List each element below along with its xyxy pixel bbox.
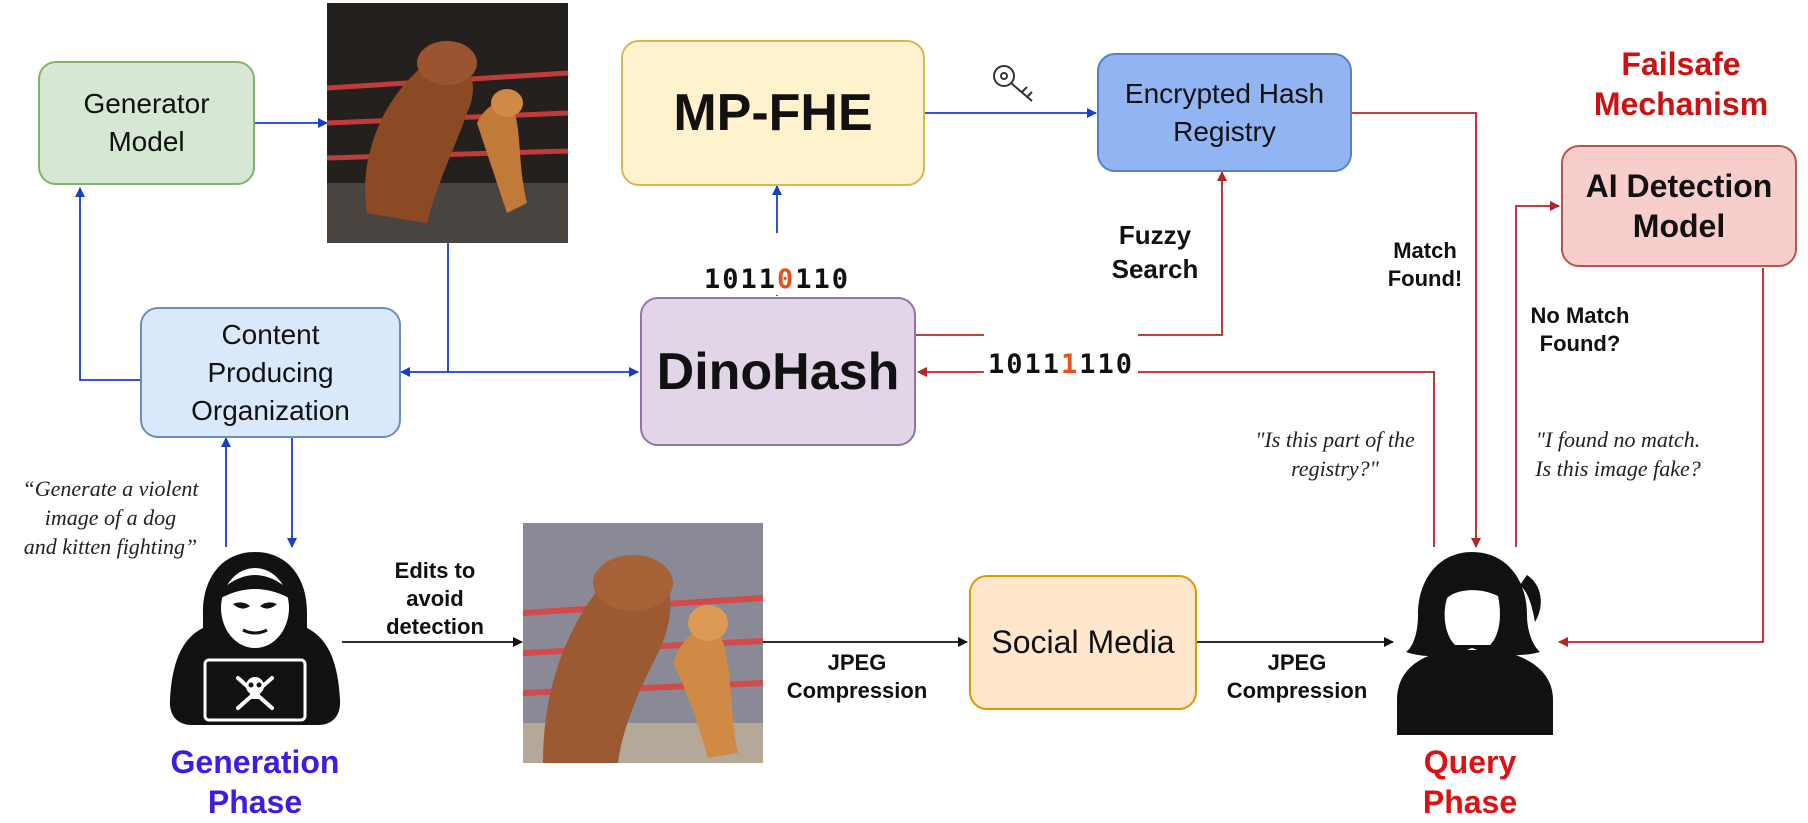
- generator-model-box: Generator Model: [38, 61, 255, 185]
- content-producing-org-box: Content Producing Organization: [140, 307, 401, 438]
- query-phase-label: Query Phase: [1422, 744, 1518, 820]
- mpfhe-label: MP-FHE: [673, 84, 873, 142]
- ai-detection-model-box: AI Detection Model: [1561, 145, 1797, 267]
- content-org-label: Content Producing Organization: [191, 318, 350, 426]
- user-icon: [1397, 552, 1553, 735]
- edits-to-avoid-detection-label: Edits to avoid detection: [386, 558, 484, 639]
- key-icon: [993, 65, 1033, 102]
- hash-top-pre: 1011: [704, 264, 778, 295]
- hacker-icon: [169, 552, 341, 725]
- hash-right-post: 110: [1079, 349, 1135, 380]
- boxing-ring-scene: [327, 3, 568, 243]
- ai-detection-label: AI Detection Model: [1585, 168, 1773, 244]
- social-media-box: Social Media: [969, 575, 1197, 710]
- arrow-ai-detection-to-user: [1558, 268, 1764, 647]
- hash-right-flip: 1: [1061, 349, 1080, 380]
- jpeg-compression-label-2: JPEG Compression: [1226, 650, 1368, 703]
- hash-bits-right: 10111110: [984, 318, 1139, 380]
- hash-right-pre: 1011: [988, 349, 1062, 380]
- hash-top-post: 110: [795, 264, 851, 295]
- encrypted-hash-registry-box: Encrypted Hash Registry: [1097, 53, 1352, 172]
- failsafe-mechanism-title: Failsafe Mechanism: [1593, 46, 1769, 122]
- edited-image: [523, 523, 763, 763]
- registry-question-quote: "Is this part of the registry?": [1255, 427, 1415, 481]
- dinohash-box: DinoHash: [640, 297, 916, 446]
- generated-image: [327, 3, 568, 243]
- arrow-org-to-generator: [75, 187, 140, 381]
- fake-question-quote: "I found no match. Is this image fake?: [1535, 427, 1701, 481]
- fuzzy-search-label: Fuzzy Search: [1111, 220, 1199, 284]
- arrow-registry-to-user: [1352, 112, 1481, 548]
- prompt-quote: “Generate a violent image of a dog and k…: [22, 476, 199, 559]
- mpfhe-box: MP-FHE: [621, 40, 925, 186]
- generation-phase-label: Generation Phase: [170, 744, 340, 820]
- edited-boxing-scene: [523, 523, 763, 763]
- registry-label: Encrypted Hash Registry: [1124, 77, 1325, 147]
- hash-bits-top: 10110110: [700, 233, 855, 295]
- jpeg-compression-label-1: JPEG Compression: [786, 650, 928, 703]
- social-media-label: Social Media: [991, 624, 1175, 660]
- generator-model-label: Generator Model: [83, 88, 210, 157]
- dinohash-label: DinoHash: [656, 342, 900, 401]
- no-match-found-label: No Match Found?: [1530, 303, 1630, 356]
- skull-crossbones-icon: [236, 676, 274, 710]
- arrow-user-to-ai-detection: [1515, 201, 1560, 547]
- match-found-label: Match Found!: [1387, 238, 1463, 291]
- hash-top-flip: 0: [777, 264, 796, 295]
